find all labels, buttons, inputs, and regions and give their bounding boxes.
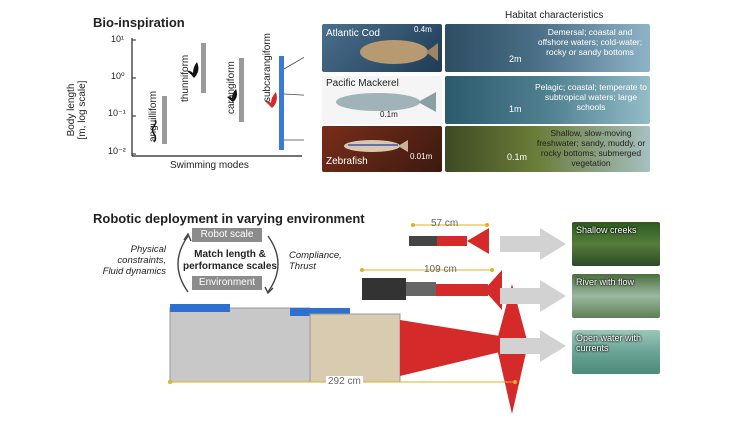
center-text: Match length & performance scales — [178, 249, 282, 273]
fish-name-mackerel: Pacific Mackerel — [326, 78, 399, 89]
y-axis-label-line1: Body length — [66, 83, 77, 137]
mode-label-thunniform: thunniform — [180, 54, 191, 102]
bio-title: Bio-inspiration — [93, 15, 185, 30]
environment-box: Environment — [192, 276, 262, 290]
cod-habitat-photo — [445, 24, 650, 72]
dest-open-water: Open water with currents — [572, 330, 660, 374]
cycle-diagram — [177, 232, 279, 295]
size-label-57: 57 cm — [431, 218, 459, 229]
robot-title: Robotic deployment in varying environmen… — [93, 211, 365, 226]
tick-label-10-m2: 10⁻² — [108, 146, 126, 156]
zebrafish-icon — [344, 140, 408, 152]
right-annotation-line1: Compliance, — [289, 250, 342, 261]
arrows — [500, 228, 566, 362]
medium-robot — [360, 268, 502, 310]
mackerel-icon — [336, 92, 436, 112]
dest-label-river-with-flow: River with flow — [576, 277, 635, 287]
tick-label-10-1: 10¹ — [111, 34, 125, 44]
center-text-line2: performance scales — [183, 261, 277, 272]
subcarangiform-silhouette — [265, 92, 277, 108]
y-axis-label: Body length [m, log scale] — [66, 70, 88, 150]
hab-scale-mackerel: 1m — [509, 104, 522, 114]
left-annotation-line1: Physical — [130, 244, 166, 255]
robot-scale-box: Robot scale — [192, 228, 262, 242]
right-annotation-line2: Thrust — [289, 261, 316, 272]
fish-scale-cod: 0.4m — [414, 25, 432, 34]
fish-scale-zebrafish: 0.01m — [410, 152, 433, 161]
mackerel-habitat-photo — [445, 76, 650, 124]
zebrafish-photo — [322, 126, 442, 172]
fish-scale-mackerel: 0.1m — [380, 110, 398, 119]
habitat-text-mackerel: Pelagic; coastal; temperate to subtropic… — [535, 82, 647, 112]
mode-label-subcarangiform: subcarangiform — [262, 33, 273, 102]
size-label-109: 109 cm — [424, 264, 457, 275]
carangiform-range-bar — [239, 58, 244, 122]
small-robot — [409, 223, 489, 254]
left-annotation-line2: constraints, — [117, 255, 166, 266]
dest-shallow-creeks: Shallow creeks — [572, 222, 660, 266]
cod-icon — [360, 40, 438, 64]
size-label-292: 292 cm — [326, 376, 363, 387]
y-axis-label-line2: [m, log scale] — [77, 80, 88, 140]
hab-scale-cod: 2m — [509, 54, 522, 64]
left-annotation: Physical constraints, Fluid dynamics — [92, 244, 166, 277]
fish-name-cod: Atlantic Cod — [326, 28, 380, 39]
zebrafish-habitat-photo — [445, 126, 650, 172]
mode-label-carangiform: carangiform — [226, 61, 237, 114]
anguilliform-range-bar — [162, 96, 167, 144]
habitat-text-zebrafish: Shallow, slow-moving freshwater; sandy, … — [536, 128, 646, 168]
fish-name-zebrafish: Zebrafish — [326, 156, 368, 167]
tick-label-10-0: 10⁰ — [111, 71, 125, 81]
right-annotation: Compliance, Thrust — [289, 250, 342, 272]
habitat-text-cod: Demersal; coastal and offshore waters; c… — [537, 27, 643, 57]
dest-river-with-flow: River with flow — [572, 274, 660, 318]
bio-chart-axes — [131, 38, 304, 157]
thunniform-range-bar — [201, 43, 206, 93]
tick-label-10-m1: 10⁻¹ — [108, 108, 126, 118]
habitat-title: Habitat characteristics — [505, 10, 604, 21]
center-text-line1: Match length & — [194, 249, 266, 260]
left-annotation-line3: Fluid dynamics — [102, 266, 166, 277]
subcarangiform-range-bar — [279, 56, 284, 150]
pacific-mackerel-photo — [322, 76, 442, 124]
large-robot — [168, 284, 528, 414]
carangiform-silhouette — [227, 89, 237, 102]
anguilliform-silhouette — [151, 119, 157, 143]
hab-scale-zebrafish: 0.1m — [507, 152, 528, 162]
atlantic-cod-photo — [322, 24, 442, 72]
thunniform-silhouette — [187, 62, 199, 78]
mode-label-anguilliform: anguilliform — [148, 90, 159, 142]
dest-label-shallow-creeks: Shallow creeks — [576, 225, 637, 235]
x-axis-label: Swimming modes — [170, 160, 249, 171]
dest-label-open-water: Open water with currents — [576, 333, 642, 353]
